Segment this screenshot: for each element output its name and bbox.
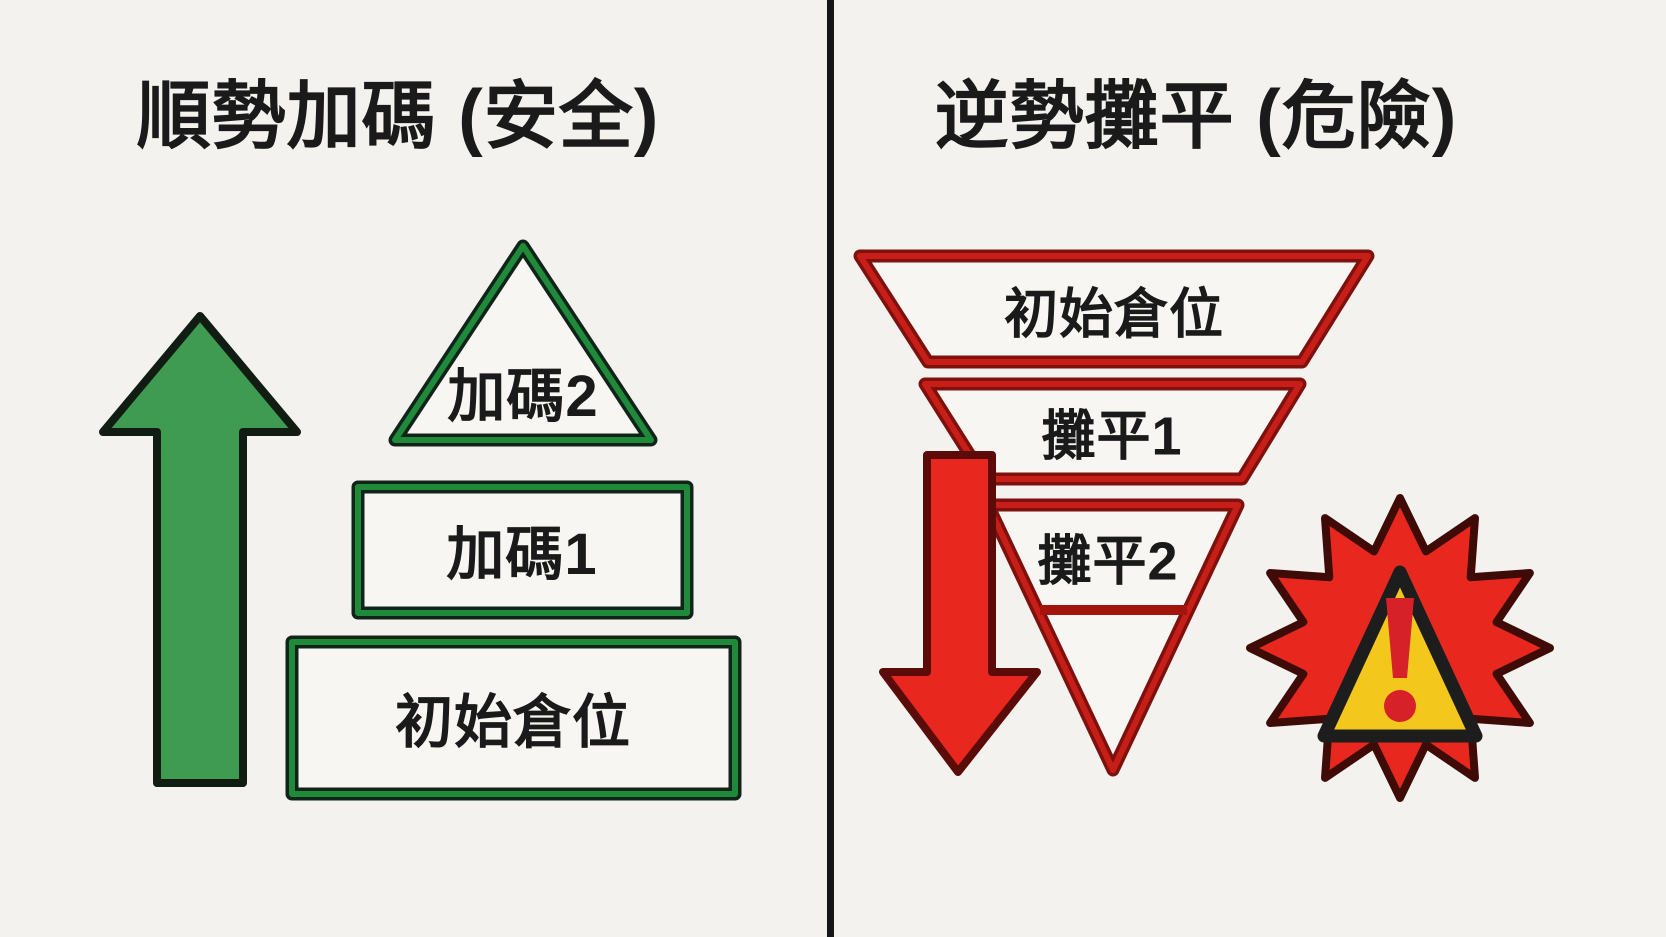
- right-title: 逆勢攤平 (危險): [934, 74, 1458, 158]
- down-arrow-icon: [879, 451, 1041, 776]
- up-arrow-icon: [99, 312, 301, 787]
- pyramid-label-bottom: 初始倉位: [394, 690, 632, 755]
- funnel-label-middle: 攤平1: [1041, 406, 1183, 467]
- warning-burst-icon: [1246, 494, 1554, 802]
- funnel-level-bottom: [981, 498, 1245, 777]
- funnel-level-top: [853, 249, 1375, 369]
- panel-divider: [827, 0, 834, 937]
- funnel-level-middle: [918, 377, 1307, 486]
- pyramid-box-middle: [351, 480, 694, 620]
- exclamation-mark: [1384, 598, 1416, 722]
- left-title: 順勢加碼 (安全): [136, 74, 660, 158]
- funnel-label-bottom: 攤平2: [1037, 531, 1179, 592]
- pyramid-label-top: 加碼2: [447, 364, 599, 429]
- pyramid-triangle-top: [388, 239, 658, 447]
- pyramid-label-middle: 加碼1: [446, 522, 598, 587]
- pyramid-box-bottom: [285, 635, 742, 801]
- funnel-label-top: 初始倉位: [1004, 284, 1224, 345]
